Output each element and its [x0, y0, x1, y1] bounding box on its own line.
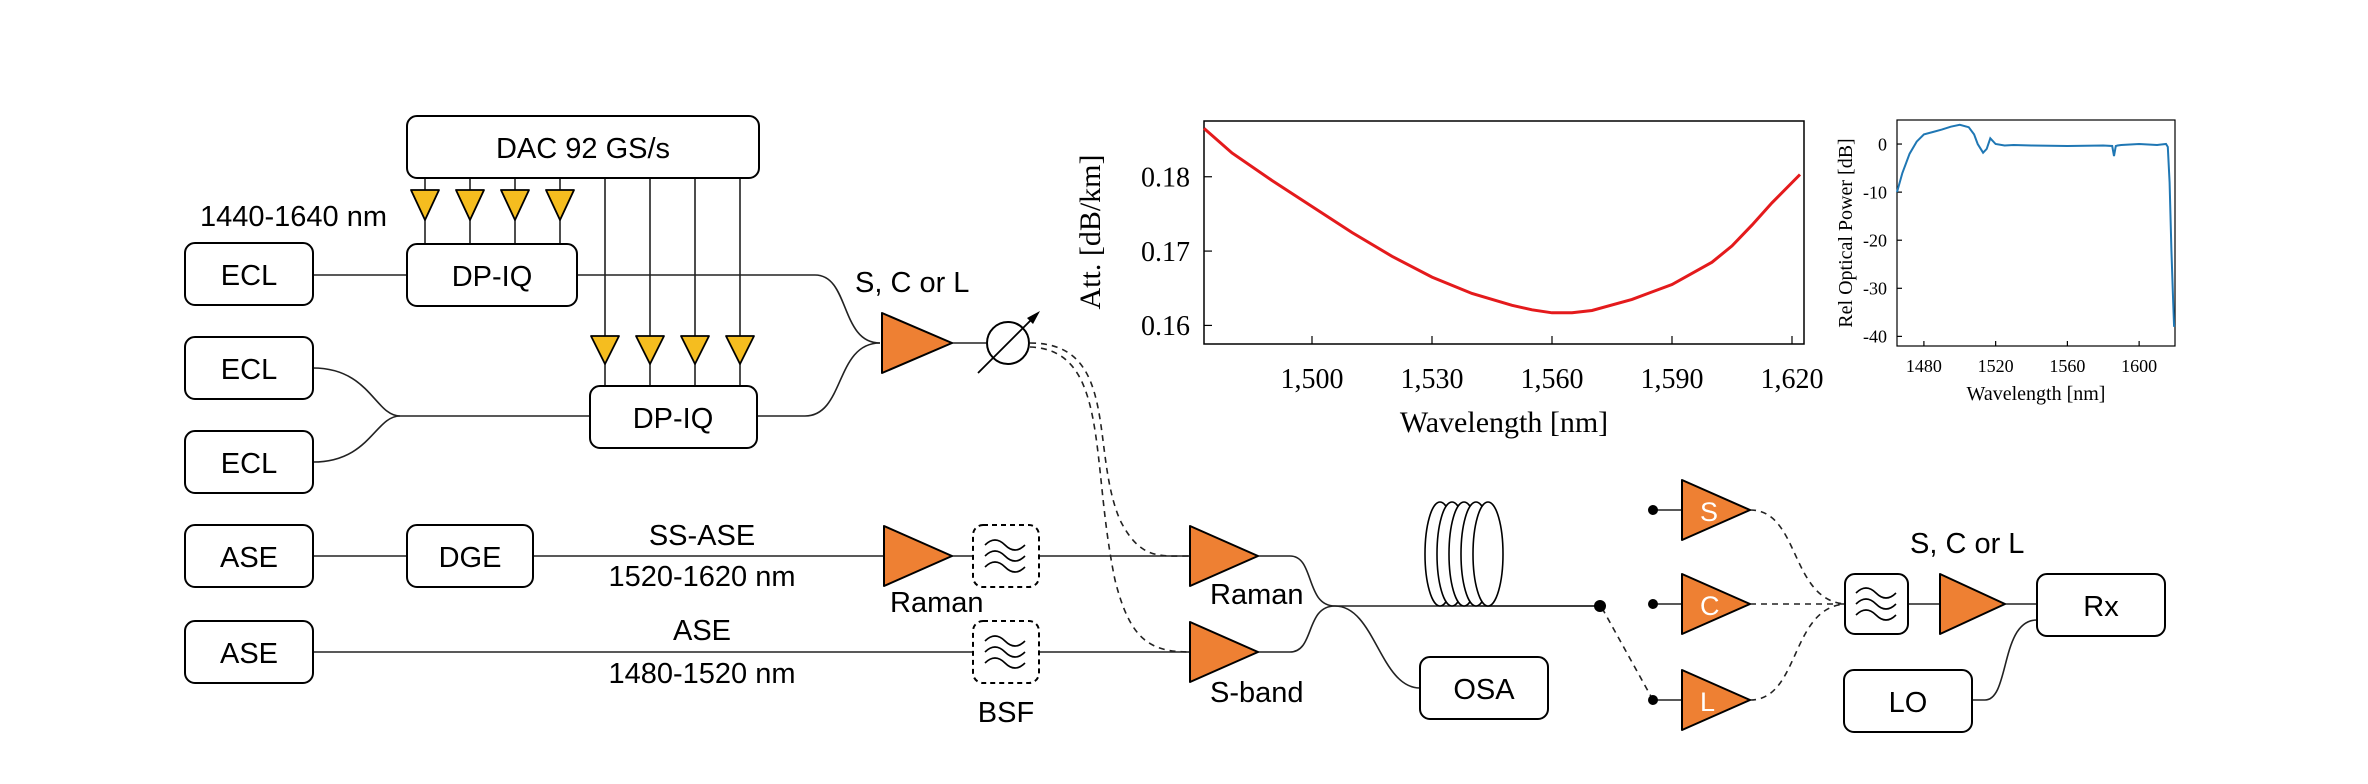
ase-label: ASE [220, 638, 278, 670]
raman-amplifier-icon [883, 525, 953, 587]
x-tick-label: 1,560 [1521, 364, 1584, 395]
spectrum-chart: 1480 1520 1560 1600 0 -10 -20 -30 -40 Wavelength… [1835, 119, 2176, 405]
ase2-range: 1480-1520 nm [608, 658, 795, 690]
s-band-amplifier: S [1681, 479, 1751, 541]
driver-amplifier-icon [500, 189, 530, 221]
y-tick-label: 0 [1878, 134, 1887, 154]
c-band-amplifier: C [1681, 573, 1751, 635]
driver-amplifier-icon [635, 335, 665, 365]
ecl-laser-1: ECL [184, 242, 314, 306]
ecl-label: ECL [221, 260, 277, 292]
switch-port-icon [1648, 505, 1658, 515]
dac-box [406, 115, 760, 179]
amp-s-label: S [1700, 497, 1718, 527]
amp-l-label: L [1700, 687, 1715, 717]
attenuation-series-line [1203, 127, 1802, 315]
x-tick-label: 1600 [2121, 356, 2157, 376]
x-tick-label: 1,530 [1401, 364, 1464, 395]
y-axis-label: Att. [dB/km] [1074, 155, 1107, 310]
driver-amplifier-icon [545, 189, 575, 221]
x-tick-label: 1480 [1906, 356, 1942, 376]
driver-amplifier-icon [590, 335, 620, 365]
ase-source-2: ASE [184, 620, 314, 684]
x-axis-label: Wavelength [nm] [1400, 406, 1608, 439]
driver-amplifier-icon [680, 335, 710, 365]
s-band-amplifier-icon [1189, 621, 1259, 683]
dp-iq-modulator-2: DP-IQ [589, 385, 758, 449]
osa-label: OSA [1453, 674, 1515, 706]
lower-driver-amplifiers [590, 335, 755, 365]
dp-iq-label: DP-IQ [452, 261, 533, 293]
bsf-label: BSF [978, 697, 1034, 729]
y-tick-label: -40 [1863, 327, 1887, 347]
raman-label-2: Raman [1210, 579, 1304, 611]
raman-label: Raman [890, 587, 984, 619]
x-tick-label: 1,500 [1281, 364, 1344, 395]
y-axis-label: Rel Optical Power [dB] [1835, 138, 1857, 327]
ecl-laser-2: ECL [184, 336, 314, 400]
receiver-amplifier-icon [1939, 573, 2006, 635]
x-tick-label: 1,620 [1761, 364, 1824, 395]
s-band-label: S-band [1210, 677, 1304, 709]
receiver-filter-icon [1844, 573, 1909, 635]
y-tick-label: 0.17 [1141, 237, 1190, 268]
l-band-amplifier: L [1681, 669, 1751, 731]
spectrum-series-line [1896, 123, 2176, 327]
osa-block: OSA [1419, 656, 1549, 720]
y-tick-label: 0.18 [1141, 163, 1190, 194]
fiber-spool-icon [1424, 501, 1504, 607]
plot-frame [1896, 119, 2176, 347]
y-tick-label: 0.16 [1141, 311, 1190, 342]
ase-label: ASE [220, 542, 278, 574]
lo-label: LO [1889, 687, 1928, 719]
filter-icon [972, 524, 1040, 588]
dge-label: DGE [439, 542, 502, 574]
amp-c-label: C [1700, 591, 1720, 621]
x-axis-label: Wavelength [nm] [1967, 383, 2106, 405]
dp-iq-modulator-1: DP-IQ [406, 243, 578, 307]
ss-ase-range: 1520-1620 nm [608, 561, 795, 593]
switch-node-icon [1594, 600, 1606, 612]
switch-port-icon [1648, 695, 1658, 705]
bsf-filter-icon [972, 620, 1040, 684]
laser-range-label: 1440-1640 nm [200, 201, 387, 233]
ss-ase-title: SS-ASE [649, 520, 755, 552]
dp-iq-label: DP-IQ [633, 403, 714, 435]
amplifier-icon [881, 312, 953, 374]
dac-label: DAC 92 GS/s [496, 133, 670, 165]
x-tick-label: 1,590 [1641, 364, 1704, 395]
driver-amplifier-icon [455, 189, 485, 221]
dac-block: DAC 92 GS/s [406, 115, 760, 179]
ase2-title: ASE [673, 615, 731, 647]
ase-source-1: ASE [184, 524, 314, 588]
ecl-label: ECL [221, 354, 277, 386]
y-tick-label: -20 [1863, 231, 1887, 251]
ecl-laser-3: ECL [184, 430, 314, 494]
lo-block: LO [1843, 669, 1973, 733]
x-tick-label: 1520 [1978, 356, 2014, 376]
driver-amplifier-icon [725, 335, 755, 365]
variable-attenuator-icon [977, 311, 1040, 374]
upper-driver-amplifiers [410, 189, 575, 221]
rx-band-label: S, C or L [1910, 528, 2024, 560]
x-tick-label: 1560 [2049, 356, 2085, 376]
driver-amplifier-icon [410, 189, 440, 221]
raman-amplifier-icon [1189, 525, 1259, 587]
rx-block: Rx [2036, 573, 2166, 637]
amp-band-label: S, C or L [855, 267, 969, 299]
plot-frame [1203, 120, 1805, 345]
dge-block: DGE [406, 524, 534, 588]
connection-wires [312, 148, 2038, 701]
attenuation-chart: 1,500 1,530 1,560 1,590 1,620 0.16 0.17 0.18 Wa… [1074, 120, 1824, 439]
rx-label: Rx [2083, 591, 2119, 623]
ecl-label: ECL [221, 448, 277, 480]
switch-port-icon [1648, 599, 1658, 609]
y-tick-label: -10 [1863, 182, 1887, 202]
y-tick-label: -30 [1863, 279, 1887, 299]
